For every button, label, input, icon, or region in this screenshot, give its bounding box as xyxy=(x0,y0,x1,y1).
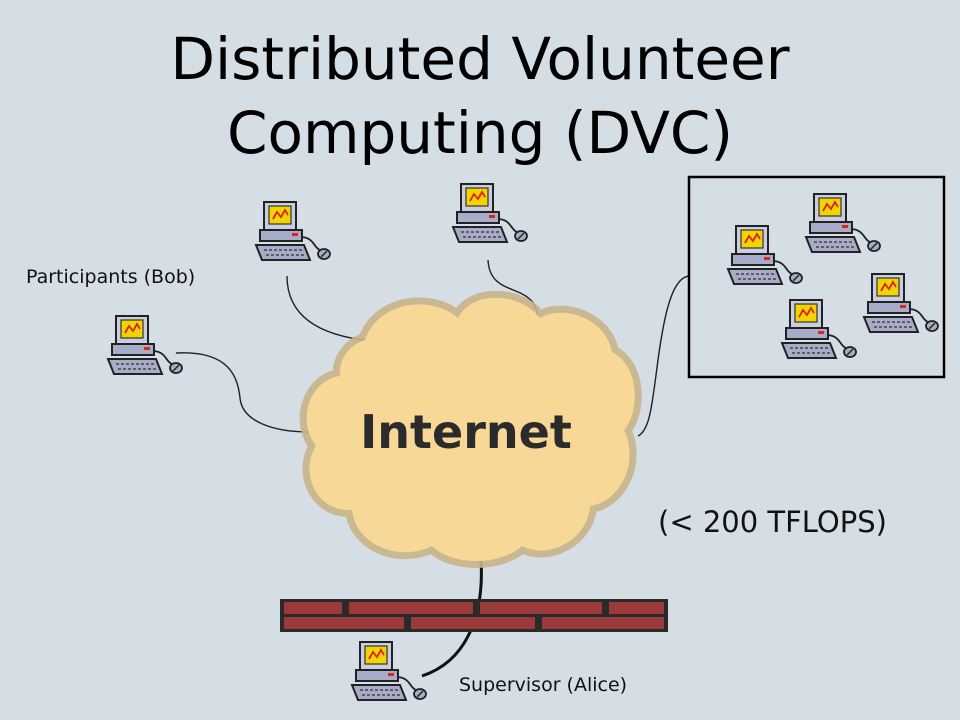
page-title: Distributed Volunteer Computing (DVC) xyxy=(0,22,960,170)
participants-label: Participants (Bob) xyxy=(26,266,196,288)
computer-icon xyxy=(805,193,881,253)
title-line-2: Computing (DVC) xyxy=(227,99,733,167)
link-cluster xyxy=(637,275,691,437)
computer-icon xyxy=(863,273,939,333)
link-participant-top-left xyxy=(286,275,373,342)
performance-label: (< 200 TFLOPS) xyxy=(658,505,887,539)
cloud-label: Internet xyxy=(360,405,572,459)
computer-icon xyxy=(727,225,803,285)
firewall-icon xyxy=(280,599,668,632)
title-line-1: Distributed Volunteer xyxy=(170,25,790,93)
cloud-icon: Internet xyxy=(299,290,642,568)
computer-icon xyxy=(351,641,427,701)
link-participant-left xyxy=(175,352,311,433)
cluster-box xyxy=(687,175,946,379)
computer-icon xyxy=(255,201,331,261)
supervisor-label: Supervisor (Alice) xyxy=(459,674,628,696)
computer-icon xyxy=(781,299,857,359)
computer-icon xyxy=(452,183,528,243)
computer-icon xyxy=(107,315,183,375)
